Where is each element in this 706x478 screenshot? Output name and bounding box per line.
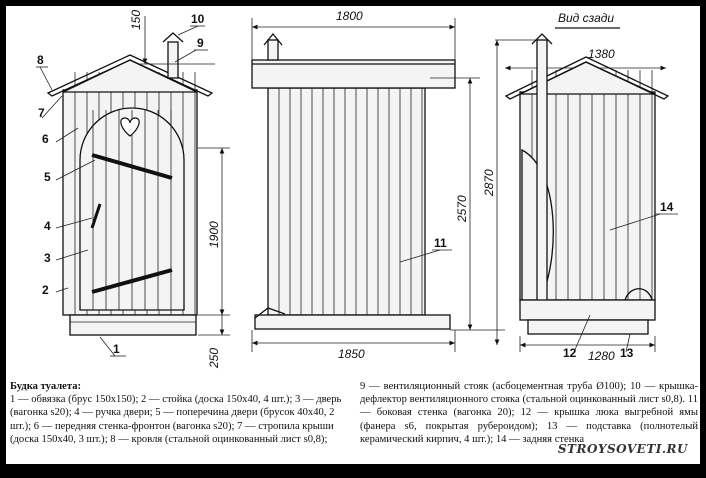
door-crossbar-bottom bbox=[91, 268, 173, 294]
dim-1280: 1280 bbox=[588, 349, 615, 363]
label-5: 5 bbox=[44, 170, 51, 184]
front-base bbox=[69, 314, 197, 336]
vent-pipe-rear bbox=[536, 39, 548, 323]
watermark-logo: STROYSOVETI.RU bbox=[557, 442, 688, 456]
door-handle bbox=[90, 203, 102, 229]
caption-left-text: 1 — обвязка (брус 150x150); 2 — стойка (… bbox=[10, 394, 342, 445]
label-3: 3 bbox=[44, 251, 51, 265]
label-11: 11 bbox=[434, 236, 447, 250]
label-13: 13 bbox=[620, 346, 634, 360]
side-base bbox=[254, 314, 451, 330]
label-10: 10 bbox=[191, 12, 205, 26]
label-8: 8 bbox=[37, 53, 44, 67]
drawing-sheet: 150 1900 250 10 9 8 7 6 5 4 3 2 1 bbox=[6, 6, 700, 464]
vent-pipe-front bbox=[167, 41, 179, 79]
dim-1800: 1800 bbox=[336, 9, 363, 23]
dim-2570: 2570 bbox=[455, 195, 469, 223]
dim-150: 150 bbox=[129, 10, 143, 30]
label-9: 9 bbox=[197, 36, 204, 50]
dim-1380: 1380 bbox=[588, 47, 615, 61]
caption-title: Будка туалета: bbox=[10, 381, 82, 392]
dim-250: 250 bbox=[207, 348, 221, 369]
label-2: 2 bbox=[42, 283, 49, 297]
label-6: 6 bbox=[42, 132, 49, 146]
door-crossbar-top bbox=[91, 153, 173, 180]
side-wall bbox=[267, 87, 426, 316]
label-12: 12 bbox=[563, 346, 577, 360]
vent-cap-front bbox=[162, 32, 184, 43]
heart-window bbox=[120, 117, 140, 137]
vent-cap-rear bbox=[531, 33, 553, 45]
caption-right-text: 9 — вентиляционный стояк (асбоцементная … bbox=[360, 381, 698, 445]
dim-2870: 2870 bbox=[482, 169, 496, 197]
hatch-cover-rear bbox=[624, 288, 653, 301]
dim-1850: 1850 bbox=[338, 347, 365, 361]
rear-view-label: Вид сзади bbox=[558, 11, 614, 25]
toilet-booth-drawing: 150 1900 250 10 9 8 7 6 5 4 3 2 1 bbox=[36, 9, 678, 369]
rear-base bbox=[519, 299, 656, 321]
side-roof bbox=[251, 59, 456, 89]
roof-front bbox=[46, 54, 214, 97]
vent-pipe-side bbox=[267, 39, 279, 61]
bricks bbox=[527, 319, 649, 335]
side-view: 1800 2570 1850 11 bbox=[251, 9, 505, 361]
rear-view: 2870 Вид сзади 1380 1280 14 12 13 bbox=[482, 11, 678, 363]
label-7: 7 bbox=[38, 106, 45, 120]
roof-rear bbox=[504, 56, 670, 100]
vent-cap-side bbox=[263, 32, 283, 46]
label-4: 4 bbox=[44, 219, 51, 233]
label-1: 1 bbox=[113, 342, 120, 356]
label-14: 14 bbox=[660, 200, 674, 214]
caption-left: Будка туалета: 1 — обвязка (брус 150x150… bbox=[10, 380, 355, 446]
front-view: 150 1900 250 10 9 8 7 6 5 4 3 2 1 bbox=[36, 10, 230, 369]
dim-1900: 1900 bbox=[207, 221, 221, 248]
hatch-cover-side bbox=[254, 307, 286, 319]
